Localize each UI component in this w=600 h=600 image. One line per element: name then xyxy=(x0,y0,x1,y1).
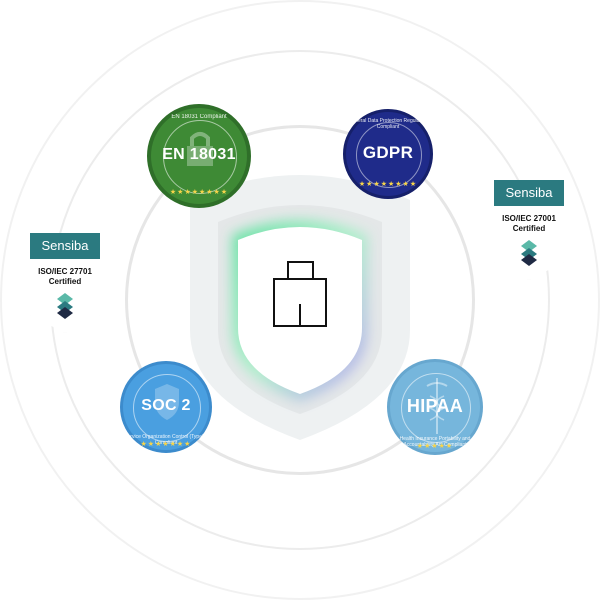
badge-inner-ring xyxy=(401,373,471,443)
badge-subtitle: Service Organization Control (Type) 2 Co… xyxy=(124,434,208,446)
badge-title: GDPR xyxy=(362,143,414,162)
badge-inner-ring xyxy=(356,122,422,188)
sensiba-logo-icon xyxy=(521,240,537,266)
cert-card: Sensiba ISO/IEC 27001 Certified xyxy=(494,180,564,280)
lock-icon xyxy=(187,132,213,166)
badge-stars: ★★★★★ xyxy=(416,443,454,450)
inner-ring xyxy=(125,125,475,475)
badge-stars: ★★★★★★★★ xyxy=(169,189,229,196)
gdpr-badge: General Data Protection Regulation Compl… xyxy=(343,109,433,199)
badge-inner-ring xyxy=(133,374,201,442)
cert-text: ISO/IEC 27001 Certified xyxy=(494,214,564,234)
iso27001-certification: Sensiba ISO/IEC 27001 Certified xyxy=(494,180,564,290)
caduceus-icon xyxy=(426,378,448,434)
cert-text: ISO/IEC 27701 Certified xyxy=(30,267,100,287)
soc2-badge: SOC 2 Service Organization Control (Type… xyxy=(120,361,212,453)
badge-subtitle: General Data Protection Regulation Compl… xyxy=(348,118,428,130)
badge-subtitle: Health Insurance Portability and Account… xyxy=(399,436,471,448)
en18031-badge: EN 18031 Compliant EN 18031 ★★★★★★★★ xyxy=(147,104,251,208)
cert-line1: ISO/IEC 27001 xyxy=(502,214,556,223)
badge-title: SOC 2 xyxy=(141,397,191,414)
shield-icon xyxy=(155,384,179,420)
badge-title: EN 18031 xyxy=(162,146,236,163)
cert-line1: ISO/IEC 27701 xyxy=(38,267,92,276)
badge-inner-ring xyxy=(163,120,237,194)
lock-shackle xyxy=(287,261,314,279)
center-lock-icon xyxy=(273,261,327,327)
sensiba-logo-icon xyxy=(57,293,73,319)
badge-stars: ★★★★★★★ xyxy=(140,441,192,448)
cert-line2: Certified xyxy=(48,277,82,286)
badge-subtitle: EN 18031 Compliant xyxy=(171,114,227,120)
badge-title: HIPAA xyxy=(406,396,464,416)
cert-card: Sensiba ISO/IEC 27701 Certified xyxy=(30,233,100,333)
badge-stars: ★★★★★★★★ xyxy=(358,181,418,188)
hipaa-badge: HIPAA Health Insurance Portability and A… xyxy=(387,359,483,455)
cert-header: Sensiba xyxy=(30,233,100,259)
cert-line2: Certified xyxy=(512,224,546,233)
cert-header: Sensiba xyxy=(494,180,564,206)
iso27701-certification: Sensiba ISO/IEC 27701 Certified xyxy=(30,233,100,343)
